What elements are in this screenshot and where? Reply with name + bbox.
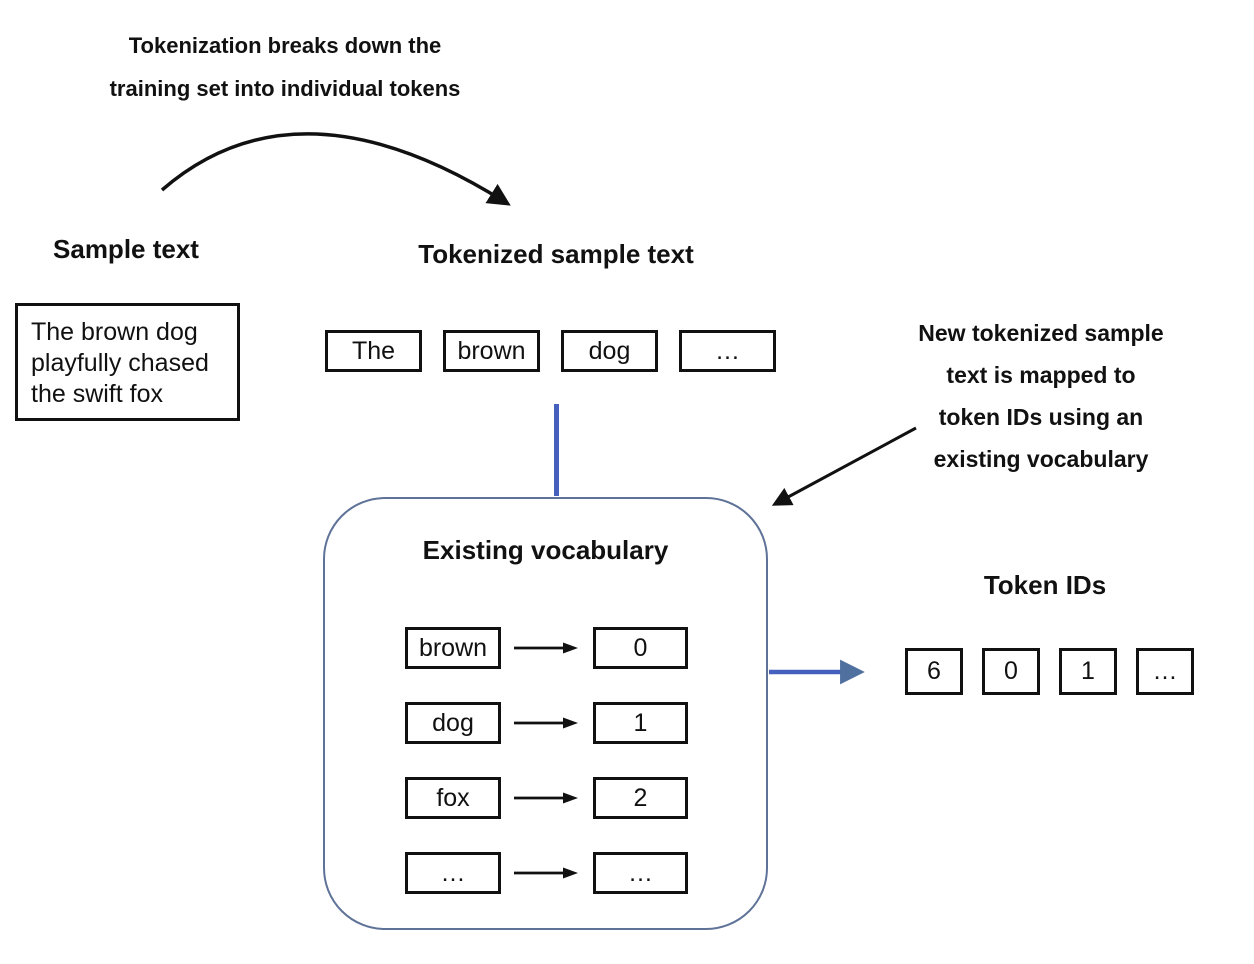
vocabulary-row: … … — [405, 852, 688, 894]
vocabulary-heading: Existing vocabulary — [422, 535, 669, 565]
mapping-annotation-line: token IDs using an — [938, 404, 1144, 430]
vocab-id-box: … — [593, 852, 688, 894]
tokenized-heading: Tokenized sample text — [418, 239, 694, 269]
vocab-word-box: fox — [405, 777, 501, 819]
vocabulary-row: dog 1 — [405, 702, 688, 744]
sample-text-line: the swift fox — [31, 380, 163, 408]
vocab-word-box: brown — [405, 627, 501, 669]
token-box: The — [325, 330, 422, 372]
token-ids-heading: Token IDs — [983, 570, 1107, 600]
vocab-id-box: 0 — [593, 627, 688, 669]
curved-arrow — [160, 132, 511, 206]
sample-text-heading: Sample text — [53, 234, 199, 264]
sample-text-line: The brown dog — [31, 318, 198, 346]
top-annotation-line: Tokenization breaks down the — [128, 33, 442, 58]
token-id-box: … — [1136, 648, 1194, 695]
vocab-word-box: dog — [405, 702, 501, 744]
vocab-word-box: … — [405, 852, 501, 894]
mapping-annotation-line: text is mapped to — [946, 362, 1136, 388]
vocabulary-rows: brown 0 dog 1 fox 2 — [405, 627, 688, 894]
vocabulary-row: brown 0 — [405, 627, 688, 669]
mapping-annotation-line: existing vocabulary — [933, 446, 1149, 472]
token-box: brown — [443, 330, 540, 372]
top-annotation: Tokenization breaks down the training set… — [55, 24, 515, 110]
vocab-id-box: 1 — [593, 702, 688, 744]
mapping-annotation: New tokenized sample text is mapped to tok… — [885, 312, 1197, 480]
mapsto-arrow-icon — [514, 717, 578, 729]
mapsto-arrow-icon — [514, 792, 578, 804]
vocabulary-row: fox 2 — [405, 777, 688, 819]
sample-text-line: playfully chased — [31, 349, 209, 377]
mapsto-arrow-icon — [514, 642, 578, 654]
vocabulary-panel: Existing vocabulary brown 0 dog 1 fox — [323, 497, 768, 930]
mapsto-arrow-icon — [514, 867, 578, 879]
sample-text-box: The brown dog playfully chased the swift f… — [15, 303, 240, 421]
token-box: dog — [561, 330, 658, 372]
mapping-annotation-line: New tokenized sample — [918, 320, 1164, 346]
token-row: The brown dog … — [325, 330, 776, 372]
token-id-box: 6 — [905, 648, 963, 695]
vocab-id-box: 2 — [593, 777, 688, 819]
token-box: … — [679, 330, 776, 372]
token-id-box: 1 — [1059, 648, 1117, 695]
top-annotation-line: training set into individual tokens — [109, 76, 461, 101]
token-id-box: 0 — [982, 648, 1040, 695]
